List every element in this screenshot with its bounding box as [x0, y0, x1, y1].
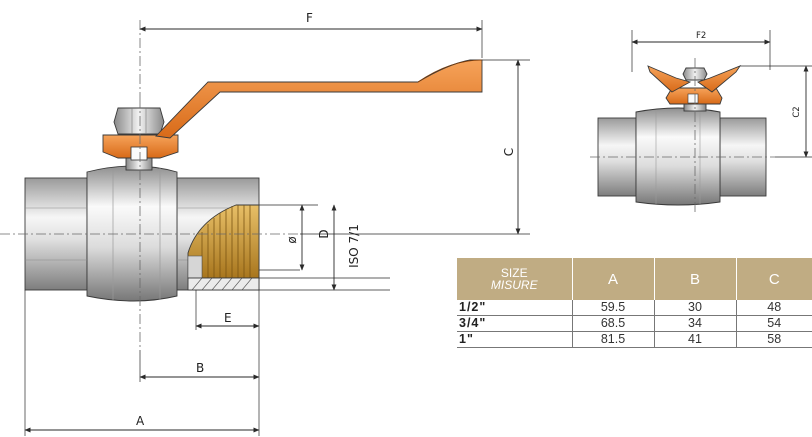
dim-label-c2: C2	[792, 106, 802, 117]
butterfly-wing-left	[647, 65, 692, 93]
value-cell-b: 41	[653, 331, 736, 348]
column-header-c: C	[735, 258, 812, 300]
size-cell: 3/4"	[457, 315, 572, 332]
dim-label-c: C	[502, 148, 516, 156]
size-cell: 1"	[457, 331, 572, 348]
column-header-b: B	[653, 258, 736, 300]
main-valve	[0, 20, 483, 350]
dim-label-phi: ø	[285, 236, 299, 243]
size-header-label: SIZE	[500, 265, 528, 280]
dim-label-d: D	[317, 229, 331, 238]
value-cell-c: 58	[735, 331, 812, 348]
hex-nut	[113, 107, 165, 135]
size-header-sublabel: MISURE	[490, 277, 538, 292]
value-cell-b: 34	[653, 315, 736, 332]
dim-label-b: B	[196, 361, 204, 375]
valve-body	[86, 165, 178, 302]
value-cell-c: 48	[735, 300, 812, 316]
table-header-row: SIZE MISURE A B C	[457, 258, 812, 300]
dim-label-iso: ISO 7/1	[347, 224, 361, 268]
thread-cutaway	[187, 204, 260, 279]
dim-label-a: A	[136, 414, 145, 428]
table-row: 1/2" 59.5 30 48	[457, 300, 812, 316]
dim-label-f: F	[306, 11, 313, 25]
size-column-header: SIZE MISURE	[457, 258, 572, 300]
value-cell-a: 59.5	[571, 300, 654, 316]
column-header-a: A	[571, 258, 654, 300]
table-row: 3/4" 68.5 34 54	[457, 315, 812, 332]
butterfly-valve: F2 C2	[590, 30, 812, 215]
size-table: SIZE MISURE A B C 1/2" 59.5 30 48 3/4" 6…	[457, 258, 812, 348]
dim-label-e: E	[224, 311, 232, 325]
value-cell-a: 81.5	[571, 331, 654, 348]
value-cell-b: 30	[653, 300, 736, 316]
lever-handle	[155, 59, 483, 139]
value-cell-c: 54	[735, 315, 812, 332]
value-cell-a: 68.5	[571, 315, 654, 332]
dimension-lines	[24, 20, 530, 436]
lever-base	[102, 134, 179, 159]
butterfly-wing-right	[697, 65, 742, 93]
size-cell: 1/2"	[457, 300, 572, 316]
dim-label-f2: F2	[696, 31, 706, 41]
table-row: 1" 81.5 41 58	[457, 331, 812, 348]
